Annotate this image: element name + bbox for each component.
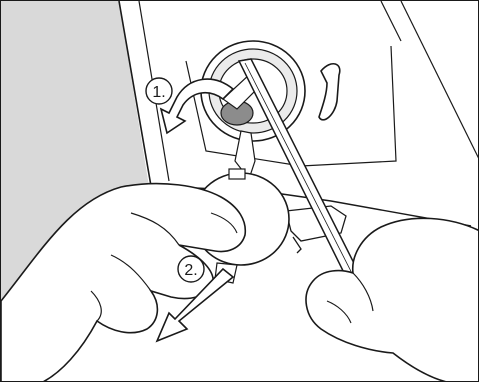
step-2-marker: 2. xyxy=(178,256,204,282)
step-1-label: 1. xyxy=(152,84,165,101)
step-1-marker: 1. xyxy=(146,78,172,104)
step-2-label: 2. xyxy=(184,262,197,279)
